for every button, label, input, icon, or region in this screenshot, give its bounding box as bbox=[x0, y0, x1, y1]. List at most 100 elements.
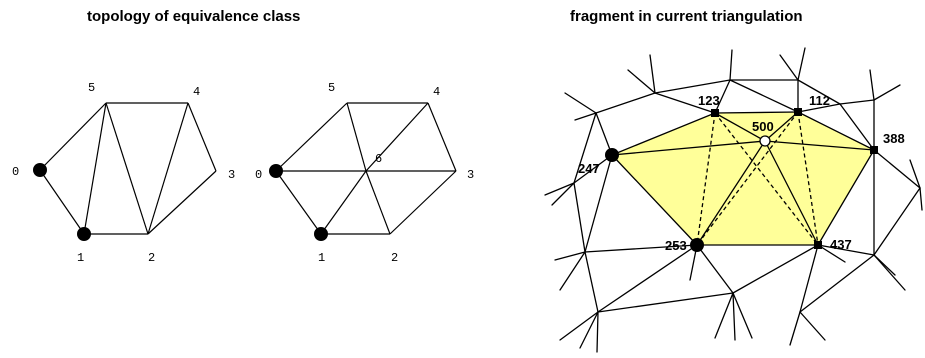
mesh-spoke bbox=[732, 292, 753, 339]
dashed-edge bbox=[696, 112, 716, 246]
mesh-edge bbox=[839, 103, 875, 151]
mesh-edge bbox=[799, 244, 819, 313]
mesh-edge bbox=[573, 182, 586, 253]
fragment-edge bbox=[764, 140, 875, 151]
mesh-edge bbox=[584, 251, 599, 313]
edge bbox=[39, 102, 107, 171]
vertex-label-437: 437 bbox=[830, 237, 852, 252]
mesh-edge bbox=[696, 244, 734, 294]
dashed-edge bbox=[797, 111, 819, 246]
vertex-label-1: 1 bbox=[318, 251, 325, 265]
edge bbox=[105, 102, 149, 235]
mesh-spoke bbox=[559, 311, 599, 341]
fragment-edge bbox=[714, 112, 766, 142]
mesh-edge bbox=[797, 79, 841, 105]
mesh-edges bbox=[544, 47, 923, 353]
vertex-label-3: 3 bbox=[228, 168, 235, 182]
mesh-spoke bbox=[799, 311, 826, 341]
mesh-spoke bbox=[596, 311, 599, 353]
vertex-label-3: 3 bbox=[467, 168, 474, 182]
fragment-edge bbox=[764, 140, 819, 246]
mesh-edge bbox=[714, 79, 731, 114]
vertex-123-square bbox=[711, 109, 719, 117]
mesh-edge bbox=[595, 112, 613, 156]
edge bbox=[365, 170, 391, 235]
vertex-1-dot bbox=[314, 227, 328, 241]
mesh-spoke bbox=[574, 112, 597, 121]
vertex-label-6: 6 bbox=[375, 152, 382, 166]
edge bbox=[275, 170, 322, 235]
vertex-437-square bbox=[814, 241, 822, 249]
vertex-label-0: 0 bbox=[12, 165, 19, 179]
right-panel-title: fragment in current triangulation bbox=[570, 8, 803, 25]
mesh-edge bbox=[654, 79, 731, 94]
mesh-edge bbox=[584, 154, 613, 253]
vertex-1-dot bbox=[77, 227, 91, 241]
mesh-edge bbox=[873, 187, 921, 256]
vertex-label-4: 4 bbox=[433, 85, 440, 99]
vertex-label-2: 2 bbox=[391, 251, 398, 265]
edge bbox=[346, 102, 367, 172]
edge bbox=[427, 102, 457, 172]
mesh-spoke bbox=[564, 92, 597, 114]
mesh-spoke bbox=[551, 182, 575, 206]
vertex-253-dot bbox=[690, 238, 704, 252]
mesh-spoke bbox=[559, 251, 586, 291]
mesh-spoke bbox=[909, 159, 921, 189]
mesh-edge bbox=[597, 244, 698, 313]
mesh-edge bbox=[729, 79, 799, 113]
mesh-edge bbox=[817, 244, 875, 256]
dashed-edges bbox=[696, 111, 819, 246]
mesh-spoke bbox=[627, 69, 656, 94]
edge bbox=[187, 102, 217, 172]
edge bbox=[147, 102, 189, 235]
mesh-spoke bbox=[579, 311, 599, 349]
vertex-label-0: 0 bbox=[255, 168, 262, 182]
edge bbox=[320, 170, 367, 235]
mesh-spoke bbox=[873, 84, 901, 101]
mesh-spoke bbox=[732, 292, 736, 341]
edge bbox=[39, 169, 85, 235]
fragment-edge bbox=[696, 140, 766, 246]
edge bbox=[275, 102, 348, 172]
vertex-label-388: 388 bbox=[883, 131, 905, 146]
mesh-spoke bbox=[817, 244, 846, 263]
vertex-label-253: 253 bbox=[665, 238, 687, 253]
edge bbox=[389, 170, 457, 235]
mesh-spoke bbox=[789, 311, 801, 346]
vertex-247-dot bbox=[605, 148, 619, 162]
mesh-spoke bbox=[554, 251, 586, 261]
mesh-spoke bbox=[873, 254, 906, 291]
highlighted-region bbox=[612, 112, 874, 245]
edge bbox=[83, 102, 107, 235]
mesh-edge bbox=[839, 99, 875, 105]
vertex-label-4: 4 bbox=[193, 85, 200, 99]
vertex-label-247: 247 bbox=[578, 161, 600, 176]
diagram-a bbox=[39, 102, 217, 235]
edge bbox=[365, 102, 429, 172]
edge bbox=[147, 170, 217, 235]
mesh-spoke bbox=[544, 182, 575, 196]
fragment-edge bbox=[797, 111, 875, 151]
vertex-label-500: 500 bbox=[752, 119, 774, 134]
mesh-edge bbox=[797, 103, 841, 113]
fragment-edge bbox=[611, 154, 698, 246]
vertex-500-open-circle bbox=[759, 135, 771, 147]
vertex-388-square bbox=[870, 146, 878, 154]
mesh-edge bbox=[873, 149, 921, 189]
diagram-a-edges bbox=[39, 102, 217, 235]
vertex-label-1: 1 bbox=[77, 251, 84, 265]
vertex-label-5: 5 bbox=[328, 81, 335, 95]
mesh-spoke bbox=[779, 54, 799, 81]
fragment-edge bbox=[611, 140, 766, 156]
mesh-spoke bbox=[729, 49, 733, 81]
mesh-spoke bbox=[873, 254, 896, 276]
vertex-0-dot bbox=[269, 164, 283, 178]
mesh-edge bbox=[732, 244, 819, 294]
mesh-edge bbox=[597, 292, 734, 313]
vertex-112-square bbox=[794, 108, 802, 116]
vertex-label-123: 123 bbox=[698, 93, 720, 108]
left-panel-title: topology of equivalence class bbox=[87, 8, 301, 25]
mesh-spoke bbox=[797, 47, 806, 81]
